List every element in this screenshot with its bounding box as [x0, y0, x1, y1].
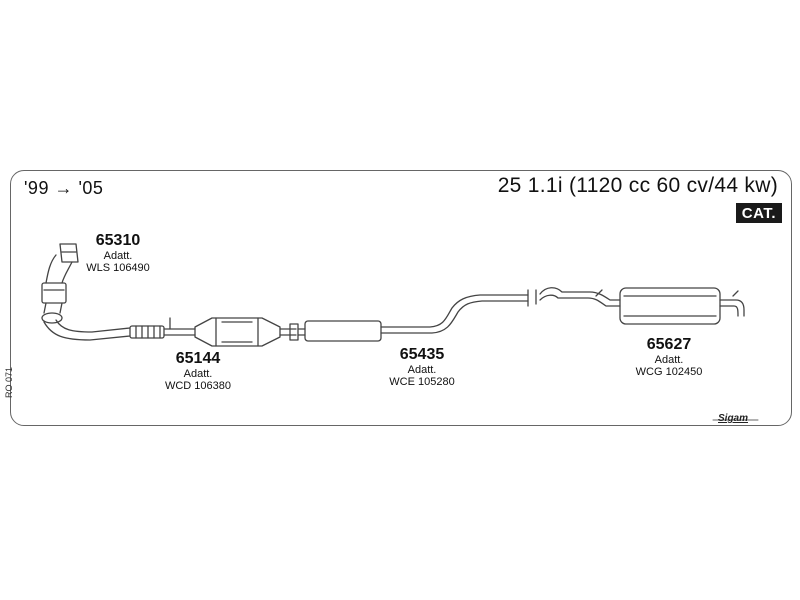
part-number: 65310: [95, 232, 141, 249]
brand-logo: Sigam: [718, 413, 749, 424]
part-65310-downpipe: [41, 243, 79, 324]
part-number: 65627: [646, 336, 692, 353]
part-label-65144: 65144 Adatt. WCD 106380: [156, 350, 240, 392]
part-note: Adatt.: [103, 250, 133, 262]
part-note: Adatt.: [183, 368, 213, 380]
part-65435-intermediate: [279, 289, 529, 342]
part-code: WCG 102450: [635, 366, 703, 378]
model-title: 25 1.1i (1120 cc 60 cv/44 kw): [497, 174, 778, 197]
part-label-65627: 65627 Adatt. WCG 102450: [624, 336, 714, 378]
part-65144-catalyst: [43, 317, 281, 347]
part-label-65310: 65310 Adatt. WLS 106490: [78, 232, 158, 274]
part-65627-rear-silencer: [535, 287, 745, 325]
diagram-code: RO 071: [4, 366, 14, 398]
part-label-65435: 65435 Adatt. WCE 105280: [380, 346, 464, 388]
diagram-frame: [10, 170, 792, 426]
year-range: '99 → '05: [24, 178, 104, 198]
part-code: WLS 106490: [86, 262, 150, 274]
part-number: 65435: [399, 346, 445, 363]
part-code: WCE 105280: [389, 376, 455, 388]
part-note: Adatt.: [407, 364, 437, 376]
cat-badge: CAT.: [735, 203, 782, 223]
part-note: Adatt.: [654, 354, 684, 366]
part-number: 65144: [175, 350, 221, 367]
part-code: WCD 106380: [164, 380, 232, 392]
